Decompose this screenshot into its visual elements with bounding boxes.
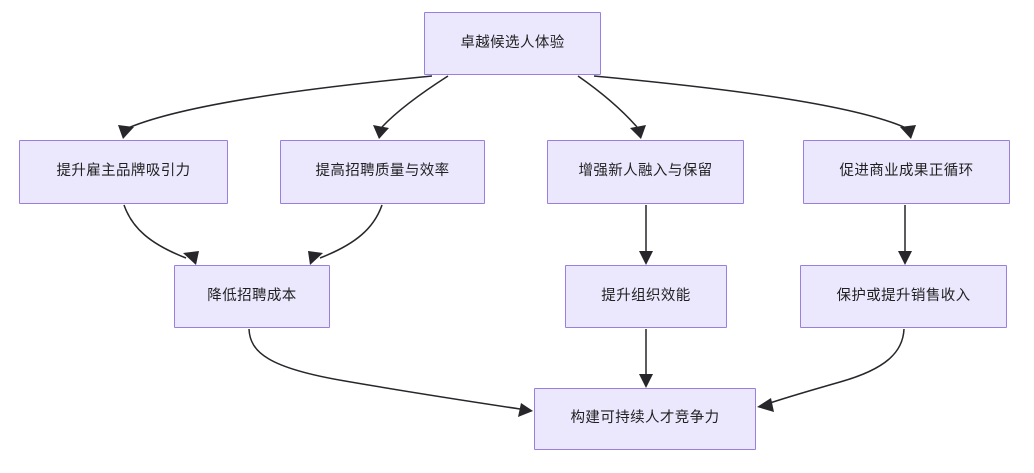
node-label: 提升组织效能 [601, 287, 691, 304]
node-newcomer-onboarding-retention[interactable]: 增强新人融入与保留 [547, 140, 744, 204]
node-label: 构建可持续人才竞争力 [570, 410, 720, 427]
node-label: 促进商业成果正循环 [839, 163, 974, 180]
edge-n2-n5 [308, 204, 383, 265]
edge-n3-n6 [639, 205, 653, 265]
node-recruiting-quality-efficiency[interactable]: 提高招聘质量与效率 [280, 140, 485, 204]
edge-n5-n8 [248, 328, 533, 417]
edge-n0-n1 [118, 75, 433, 139]
node-excellent-candidate-experience[interactable]: 卓越候选人体验 [424, 12, 601, 75]
edge-n0-n2 [373, 75, 449, 139]
node-business-outcome-cycle[interactable]: 促进商业成果正循环 [803, 140, 1010, 204]
node-improve-org-effectiveness[interactable]: 提升组织效能 [565, 265, 727, 328]
edge-n7-n8 [757, 328, 905, 412]
node-label: 卓越候选人体验 [460, 34, 565, 51]
edge-n6-n8 [639, 329, 653, 388]
node-label: 保护或提升销售收入 [836, 287, 971, 304]
node-reduce-hiring-cost[interactable]: 降低招聘成本 [174, 265, 330, 328]
node-label: 降低招聘成本 [207, 287, 297, 304]
node-protect-increase-sales-revenue[interactable]: 保护或提升销售收入 [800, 265, 1007, 328]
edge-n0-n3 [577, 75, 646, 139]
node-sustainable-talent-competitiveness[interactable]: 构建可持续人才竞争力 [534, 388, 756, 450]
node-label: 提升雇主品牌吸引力 [56, 163, 191, 180]
node-label: 增强新人融入与保留 [578, 163, 713, 180]
edge-n1-n5 [123, 204, 199, 265]
node-label: 提高招聘质量与效率 [315, 163, 450, 180]
edge-n0-n4 [593, 75, 916, 139]
node-employer-brand-attraction[interactable]: 提升雇主品牌吸引力 [19, 140, 228, 204]
edge-n4-n7 [898, 205, 912, 265]
